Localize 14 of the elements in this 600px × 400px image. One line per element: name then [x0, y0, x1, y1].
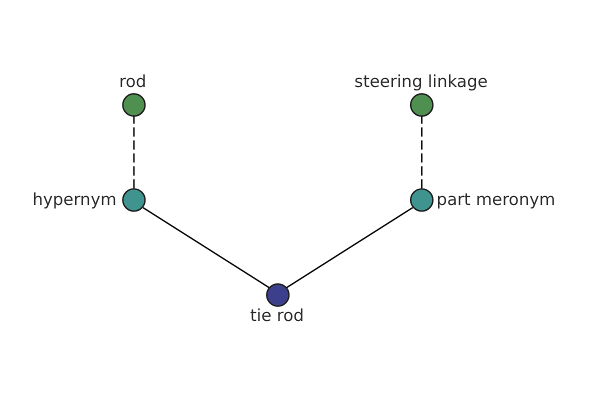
node-circle — [410, 188, 434, 212]
node-label: hypernym — [32, 190, 117, 209]
node-circle — [410, 93, 434, 117]
connector — [142, 206, 270, 288]
node-circle — [122, 188, 146, 212]
node-label: tie rod — [250, 306, 304, 326]
connector — [133, 116, 135, 188]
connector — [286, 206, 414, 288]
node-label: rod — [119, 72, 146, 91]
node-label: steering linkage — [354, 72, 488, 91]
node-circle — [122, 93, 146, 117]
node-label: part meronym — [436, 190, 556, 209]
connector — [421, 116, 423, 188]
node-circle — [266, 283, 290, 307]
